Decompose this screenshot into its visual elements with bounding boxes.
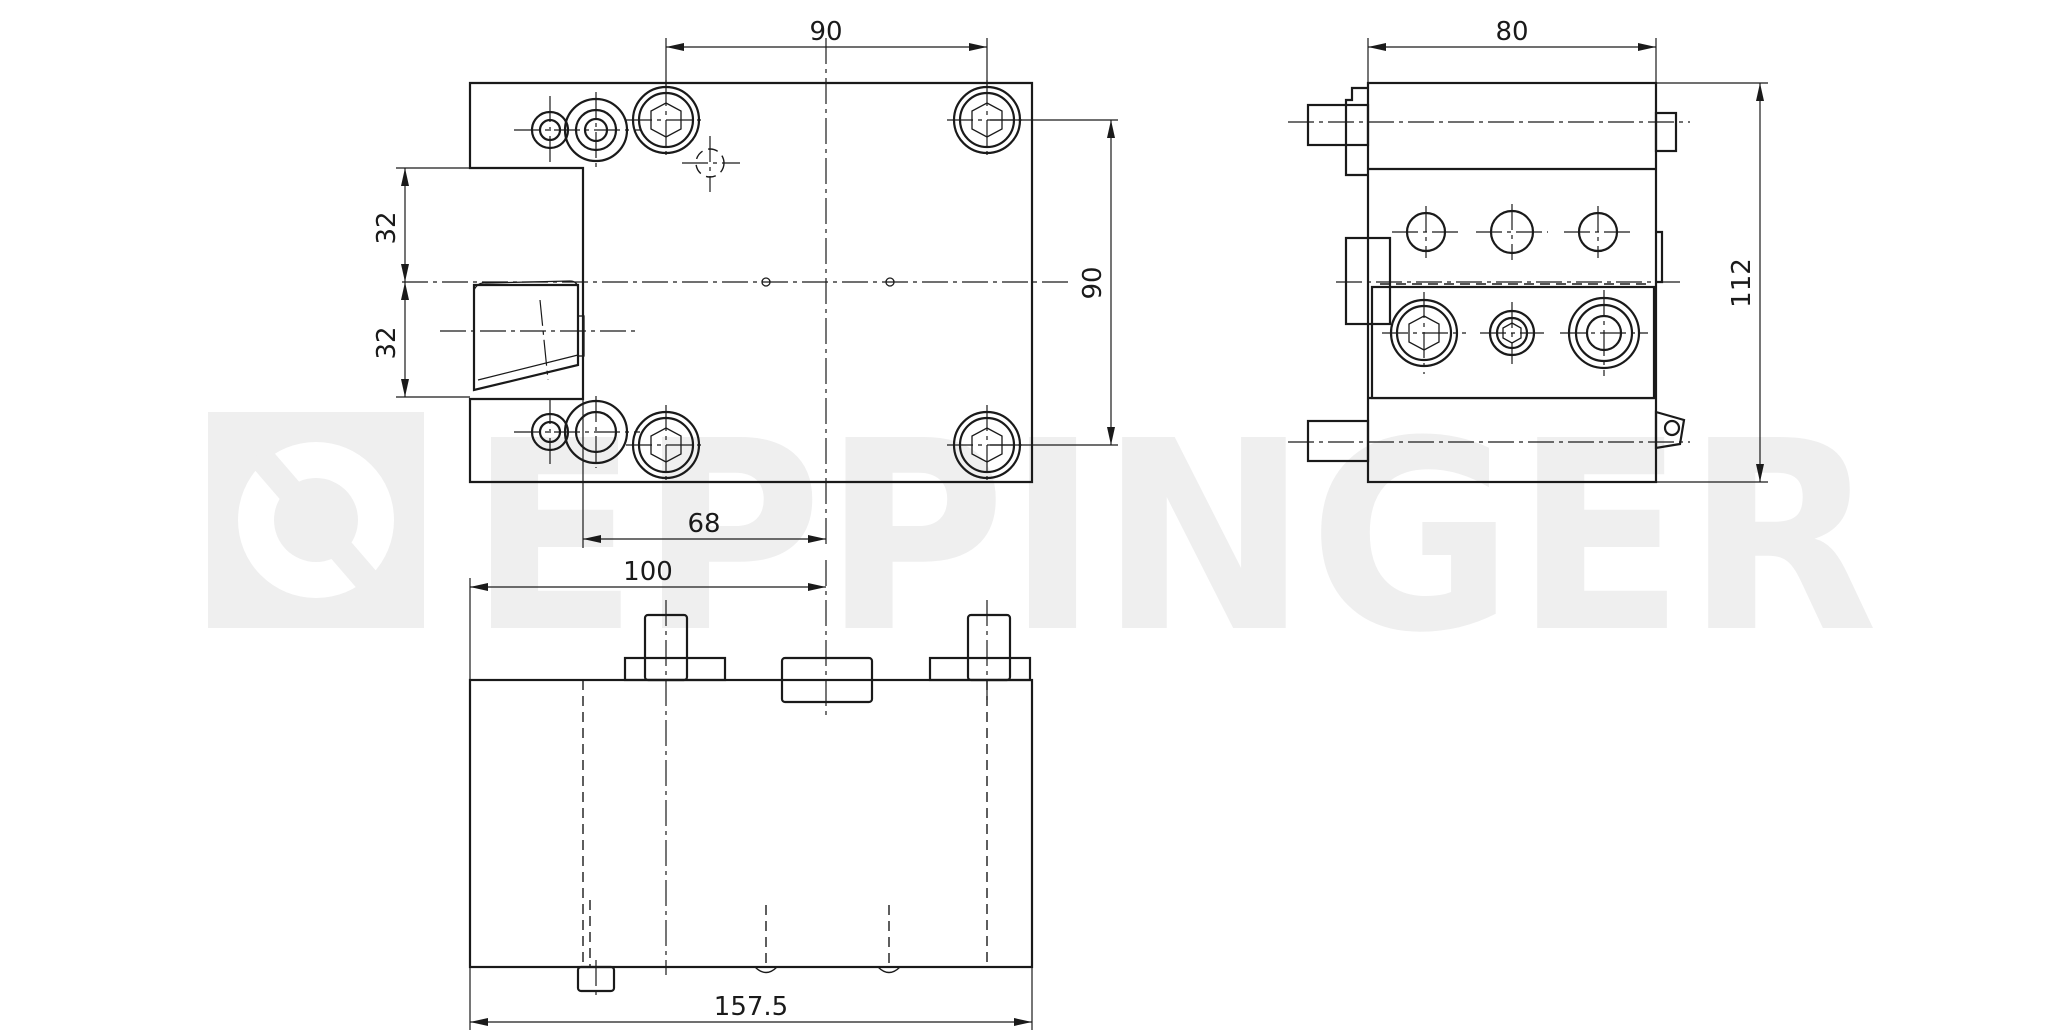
dim-label-side-width: 80 (1495, 17, 1528, 47)
front-view-bottom-notch-left (754, 966, 778, 974)
watermark-text: EPPINGER (468, 385, 1878, 690)
top-view-body (468, 81, 1034, 484)
dim-label-total-length: 157.5 (714, 992, 788, 1022)
side-view-pin-top (1306, 103, 1370, 147)
dimension-lines (396, 38, 1768, 1030)
front-view-hidden-lines (582, 680, 988, 967)
dim-shank-offset (582, 399, 826, 548)
dim-label-side-height: 112 (1727, 258, 1757, 308)
top-view-center-lines (402, 38, 1068, 545)
dim-label-front-offset: 100 (623, 557, 673, 587)
top-view-clamp-chamfer (477, 354, 579, 381)
dim-front-offset (469, 578, 826, 680)
side-view-right-plug (1654, 111, 1678, 153)
dim-top-height (990, 119, 1118, 446)
dim-pocket-offsets (396, 167, 470, 398)
dim-label-top-height: 90 (1078, 266, 1108, 299)
dim-total-length (469, 967, 1033, 1030)
dim-side-width (1367, 38, 1657, 83)
front-view-stud-right (928, 613, 1032, 682)
top-view-clamp-block (472, 283, 580, 392)
eppinger-watermark: EPPINGER (208, 385, 1878, 690)
watermark-logo-slash (248, 445, 382, 595)
side-view-adjust-screw (1654, 410, 1686, 450)
side-view-center-lines (1288, 121, 1690, 443)
top-view (402, 38, 1068, 545)
front-view (468, 560, 1034, 1000)
dim-label-shank-offset: 68 (687, 509, 720, 539)
dim-side-height (1656, 82, 1768, 483)
side-view (1288, 81, 1690, 484)
front-view-center-lug (780, 656, 874, 704)
side-view-left-lug (1344, 236, 1392, 326)
top-view-clamp-lip (577, 315, 585, 357)
dim-label-lower-offset: 32 (372, 326, 402, 359)
dim-label-upper-offset: 32 (372, 211, 402, 244)
side-view-pin-bottom (1306, 419, 1370, 463)
front-view-body (468, 678, 1034, 969)
front-view-center-lines (595, 560, 988, 1000)
dimension-labels: 90 80 32 32 90 112 68 100 157.5 (372, 17, 1757, 1022)
front-view-bottom-notch-right (877, 966, 901, 974)
dim-top-width (665, 38, 988, 88)
dim-label-top-width: 90 (809, 17, 842, 47)
side-view-top-bracket (1344, 86, 1368, 177)
